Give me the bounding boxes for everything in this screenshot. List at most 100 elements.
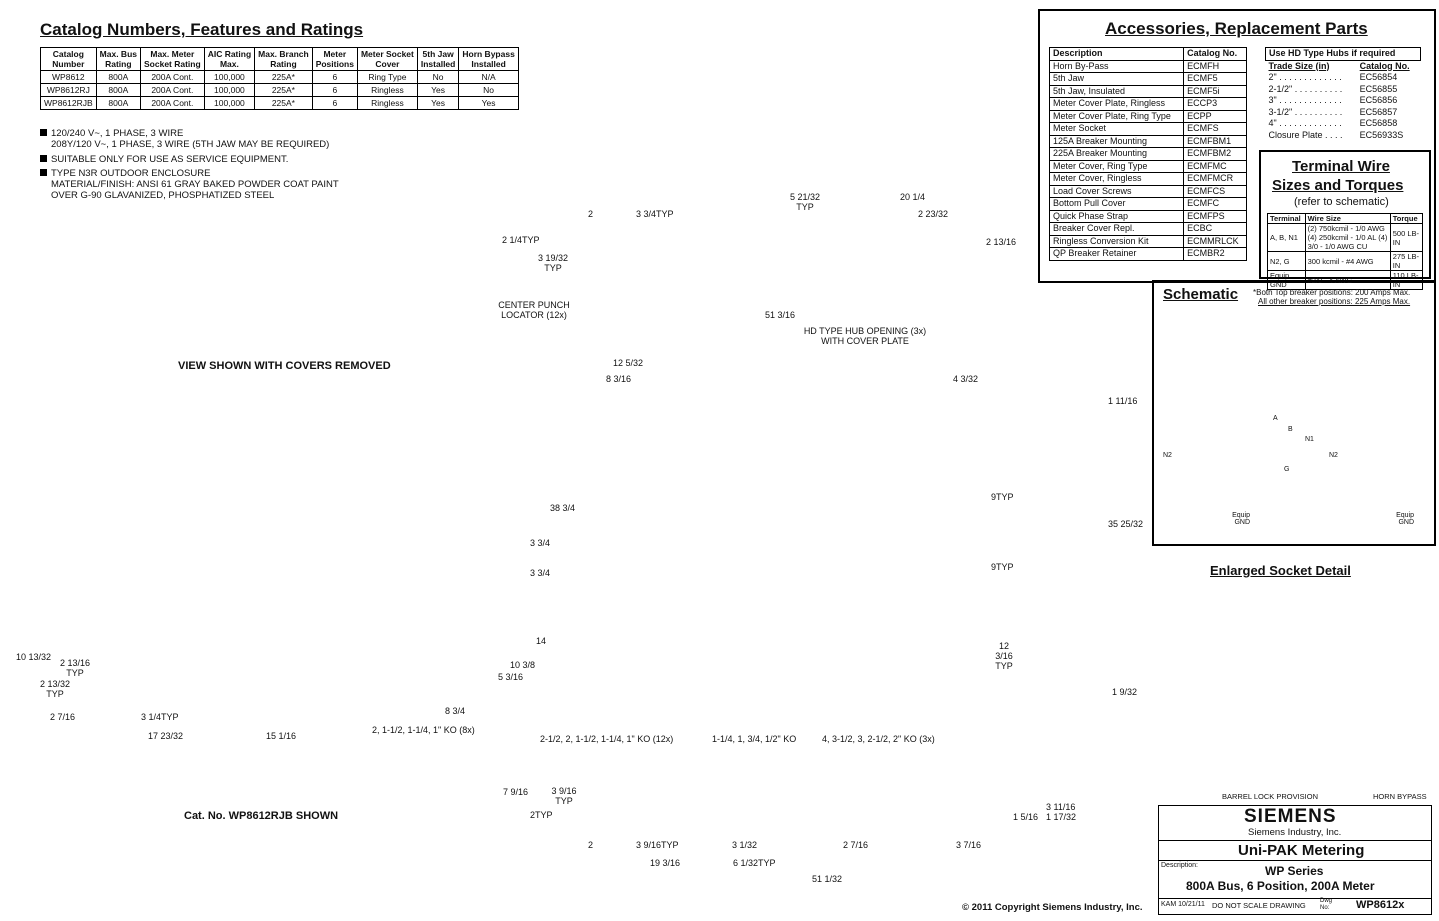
ko-bottom-2-label: 1-1/4, 1, 3/4, 1/2" KO [712, 734, 797, 744]
table-cell: ECMFMCR [1183, 172, 1247, 186]
table-cell: ECMF5 [1183, 72, 1247, 86]
ko-side-label: 2, 1-1/2, 1-1/4, 1" KO (8x) [372, 725, 475, 735]
note-service: SUITABLE ONLY FOR USE AS SERVICE EQUIPME… [40, 154, 288, 165]
table-cell: 225A* [254, 70, 313, 84]
table-cell: WP8612RJB [40, 96, 97, 110]
dim-bottom-4: 3 9/16TYP [636, 840, 679, 850]
dim-left-10: 5 3/16 [498, 672, 524, 682]
table-cell: Breaker Cover Repl. [1048, 222, 1185, 236]
dim-left-11: 8 3/4 [445, 706, 466, 716]
hd-hub-label: HD TYPE HUB OPENING (3x) WITH COVER PLAT… [803, 326, 927, 346]
schematic-label: N1 [1305, 436, 1314, 443]
bottom-view-outline [581, 757, 983, 823]
dim-left-5: 17 23/32 [148, 731, 184, 741]
table-cell: 800A [95, 83, 142, 97]
dim-front-7: 14 [536, 636, 547, 646]
desc-cell [1158, 860, 1432, 899]
accessories-title: Accessories, Replacement Parts [1105, 19, 1368, 38]
table-cell: 200A Cont. [140, 83, 205, 97]
dim-left-6: 15 1/16 [266, 731, 297, 741]
terminal-header: Terminal [1267, 213, 1306, 224]
accessories-box [1038, 9, 1436, 283]
dim-top-0: 2 [588, 209, 594, 219]
dim-left-7: 3 3/4 [530, 538, 551, 548]
dim-bottom-1: 3 9/16 TYP [551, 786, 577, 806]
schematic-label: G [1284, 466, 1290, 473]
table-cell: ECMBR2 [1183, 247, 1247, 261]
hub-title: Use HD Type Hubs if required [1265, 47, 1421, 61]
schematic-label: Equip GND [1396, 512, 1414, 526]
dim-left-8: 3 3/4 [530, 568, 551, 578]
dim-top-3: 20 1/4 [900, 192, 926, 202]
table-cell: Ringless Conversion Kit [1048, 234, 1185, 248]
table-cell: ECMFPS [1183, 209, 1247, 223]
table-cell: 6 [311, 70, 358, 84]
dim-bottom-0: 7 9/16 [503, 787, 529, 797]
table-cell: EC56856 [1359, 95, 1398, 105]
dim-bottom-10: 51 1/32 [812, 874, 843, 884]
table-cell: ECMFMC [1183, 159, 1247, 173]
dim-bottom-8: 2 7/16 [843, 840, 869, 850]
table-cell: 500 LB-IN [1389, 223, 1424, 252]
table-cell: ECMFBM2 [1183, 147, 1247, 161]
schematic-box [1152, 280, 1436, 546]
table-cell: Closure Plate . . . . [1268, 129, 1343, 140]
dim-front-3: 38 3/4 [550, 503, 576, 513]
table-cell: 3-1/2" . . . . . . . . . . [1268, 106, 1343, 117]
product-name: Uni-PAK Metering [1238, 842, 1365, 859]
dim-side-2: 1 9/32 [1112, 687, 1138, 697]
table-cell: 225A Breaker Mounting [1048, 147, 1185, 161]
schematic-title: Schematic [1163, 286, 1239, 303]
schematic-label: B [1288, 426, 1293, 433]
table-cell: ECMFS [1183, 122, 1247, 136]
company-name: Siemens Industry, Inc. [1248, 827, 1342, 838]
schematic-label: N2 [1163, 452, 1172, 459]
dim-front-2: 4 3/32 [953, 374, 979, 384]
table-cell: 800A [95, 70, 142, 84]
table-cell: Ringless [356, 83, 418, 97]
terminal-title-1: Terminal Wire [1292, 158, 1390, 175]
table-cell: ECBC [1183, 222, 1247, 236]
table-cell: ECMF5i [1183, 84, 1247, 98]
table-cell: ECMFCS [1183, 184, 1247, 198]
schematic-label: N2 [1329, 452, 1338, 459]
ko-bottom-1-label: 2-1/2, 2, 1-1/2, 1-1/4, 1" KO (12x) [540, 734, 674, 744]
schematic-label: A [1273, 415, 1278, 422]
dwg-number: WP8612x [1356, 899, 1405, 911]
dim-front-1: 8 3/16 [606, 374, 632, 384]
table-cell: No [458, 83, 519, 97]
table-cell: 225A* [254, 83, 313, 97]
terminal-sub: (refer to schematic) [1294, 196, 1389, 208]
dim-bottom-6: 3 1/32 [732, 840, 758, 850]
table-cell: 2-1/2" . . . . . . . . . . [1268, 83, 1343, 94]
table-cell: Meter Cover Plate, Ring Type [1048, 109, 1185, 123]
table-cell: 300 kcmil - #4 AWG [1304, 251, 1391, 271]
table-cell: Load Cover Screws [1048, 184, 1185, 198]
table-cell: 800A [95, 96, 142, 110]
table-cell: 100,000 [203, 83, 256, 97]
series-name: WP Series [1265, 864, 1324, 878]
hub-header: Trade Size (in) [1268, 60, 1330, 71]
schematic-note-1: *Both Top breaker positions: 200 Amps Ma… [1253, 288, 1411, 297]
dwg-label: Dwg No: [1320, 898, 1333, 911]
table-cell: Yes [458, 96, 519, 110]
dim-left-1: 2 13/16 TYP [59, 658, 91, 678]
table-cell: Ring Type [356, 70, 418, 84]
